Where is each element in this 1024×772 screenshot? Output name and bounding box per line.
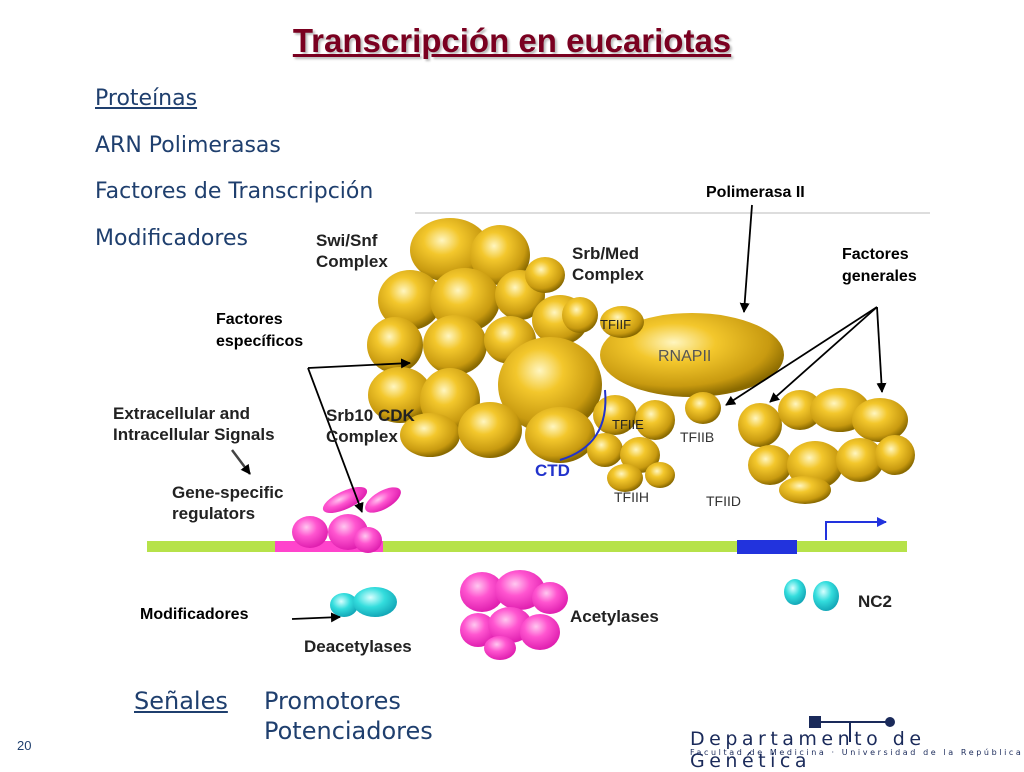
especificos-arrow-1 — [307, 358, 411, 369]
rnapii-blob — [600, 313, 784, 397]
page-number: 20 — [17, 738, 32, 753]
label-potenciadores: Potenciadores — [264, 717, 433, 745]
nc2-blob — [784, 579, 839, 611]
signals-arrow — [231, 449, 251, 475]
department-subtitle: Facultad de Medicina · Universidad de la… — [690, 748, 1024, 757]
bullet-factores: Factores de Transcripción — [95, 179, 374, 204]
bullet-arn-polimerasas: ARN Polimerasas — [95, 133, 281, 158]
department-logo-icon — [809, 716, 895, 742]
label-tfiif: TFIIF — [600, 317, 632, 332]
generales-arrow-tfiib — [725, 306, 878, 406]
label-tfiie: TFIIE — [612, 417, 644, 432]
label-tfiid: TFIID — [706, 493, 741, 509]
page-title: Transcripción en eucariotas — [292, 22, 732, 59]
label-nc2: NC2 — [858, 592, 893, 611]
tata-box — [737, 540, 797, 554]
tfiif-blob — [600, 306, 644, 338]
modificadores-arrow — [291, 612, 341, 623]
generales-arrow-tfiid — [769, 306, 878, 403]
dna-strand — [147, 541, 907, 552]
mediator-complex-blob — [367, 218, 602, 463]
annotation-modificadores: Modificadores — [140, 606, 249, 623]
especificos-arrow-2 — [307, 367, 364, 513]
label-tfiih: TFIIH — [614, 489, 649, 505]
acetylases-blob — [460, 570, 568, 660]
label-acetylases: Acetylases — [570, 607, 659, 626]
tfiie-tfiih-blob — [587, 395, 675, 492]
gene-specific-regulators-blob — [292, 486, 401, 553]
label-deacetylases: Deacetylases — [304, 637, 412, 656]
generales-arrow-tfiid-2 — [876, 306, 887, 393]
tfiid-blob — [738, 388, 915, 504]
ctd-curve — [559, 389, 607, 461]
bullet-proteinas[interactable]: Proteínas — [95, 86, 198, 111]
enhancer-segment — [275, 541, 383, 552]
tfiib-blob — [685, 392, 721, 424]
label-tfiib: TFIIB — [680, 429, 715, 445]
deacetylases-blob — [330, 587, 397, 617]
tss-arrow — [825, 517, 887, 540]
link-senales[interactable]: Señales — [134, 687, 228, 715]
annotation-polimerasa-ii: Polimerasa II — [706, 184, 805, 201]
department-name: Departamento de Genética — [690, 728, 926, 772]
label-rnapii: RNAPII — [658, 348, 712, 365]
label-promotores: Promotores — [264, 687, 401, 715]
label-ctd: CTD — [535, 461, 570, 480]
bullet-modificadores: Modificadores — [95, 226, 248, 251]
polimerasa-arrow — [739, 204, 753, 313]
